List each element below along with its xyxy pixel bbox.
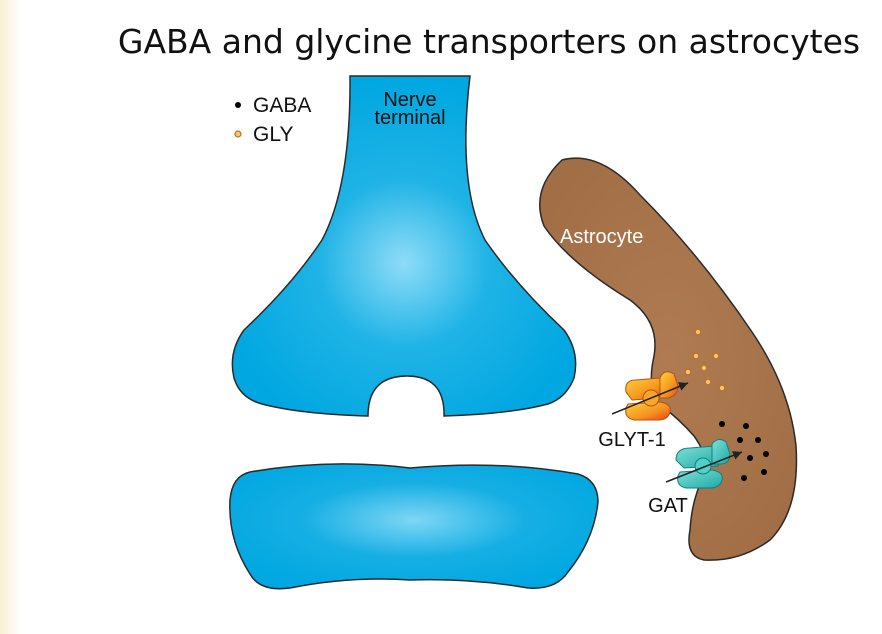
nerve-terminal-label-line2: terminal (374, 107, 445, 129)
gaba-dot (747, 455, 753, 461)
left-edge-gradient (0, 0, 22, 634)
gly-dot (718, 384, 726, 392)
gly-dot (694, 328, 702, 336)
legend-gaba-dot (235, 102, 241, 108)
gaba-dot (741, 475, 747, 481)
astrocyte-shape (539, 157, 798, 561)
gaba-dot (761, 469, 767, 475)
glyt1-arrow (611, 382, 689, 415)
gat-transporter-icon (675, 438, 731, 489)
postsynaptic-shape (229, 463, 599, 590)
legend-gly-dot (234, 130, 242, 138)
glyt1-transporter-icon (625, 371, 679, 421)
legend-gly-label: GLY (253, 123, 293, 146)
gaba-dot (719, 421, 725, 427)
gly-dot (684, 368, 692, 376)
page-title: GABA and glycine transporters on astrocy… (117, 22, 861, 61)
gly-dot (700, 364, 708, 372)
legend-gaba-label: GABA (253, 94, 311, 117)
gly-dot (712, 352, 720, 360)
nerve-terminal-label-line1: Nerve (383, 89, 436, 111)
gly-dot (704, 378, 712, 386)
glyt1-label: GLYT-1 (598, 429, 665, 451)
gaba-dot (737, 437, 743, 443)
gly-dot (692, 352, 700, 360)
gat-arrow (665, 451, 743, 483)
astrocyte-label: Astrocyte (560, 226, 643, 248)
nerve-terminal-shape (231, 75, 577, 417)
gaba-dot (763, 451, 769, 457)
gaba-dot (743, 423, 749, 429)
gly-molecules (684, 328, 726, 392)
gat-label: GAT (648, 495, 688, 517)
gaba-dot (755, 437, 761, 443)
